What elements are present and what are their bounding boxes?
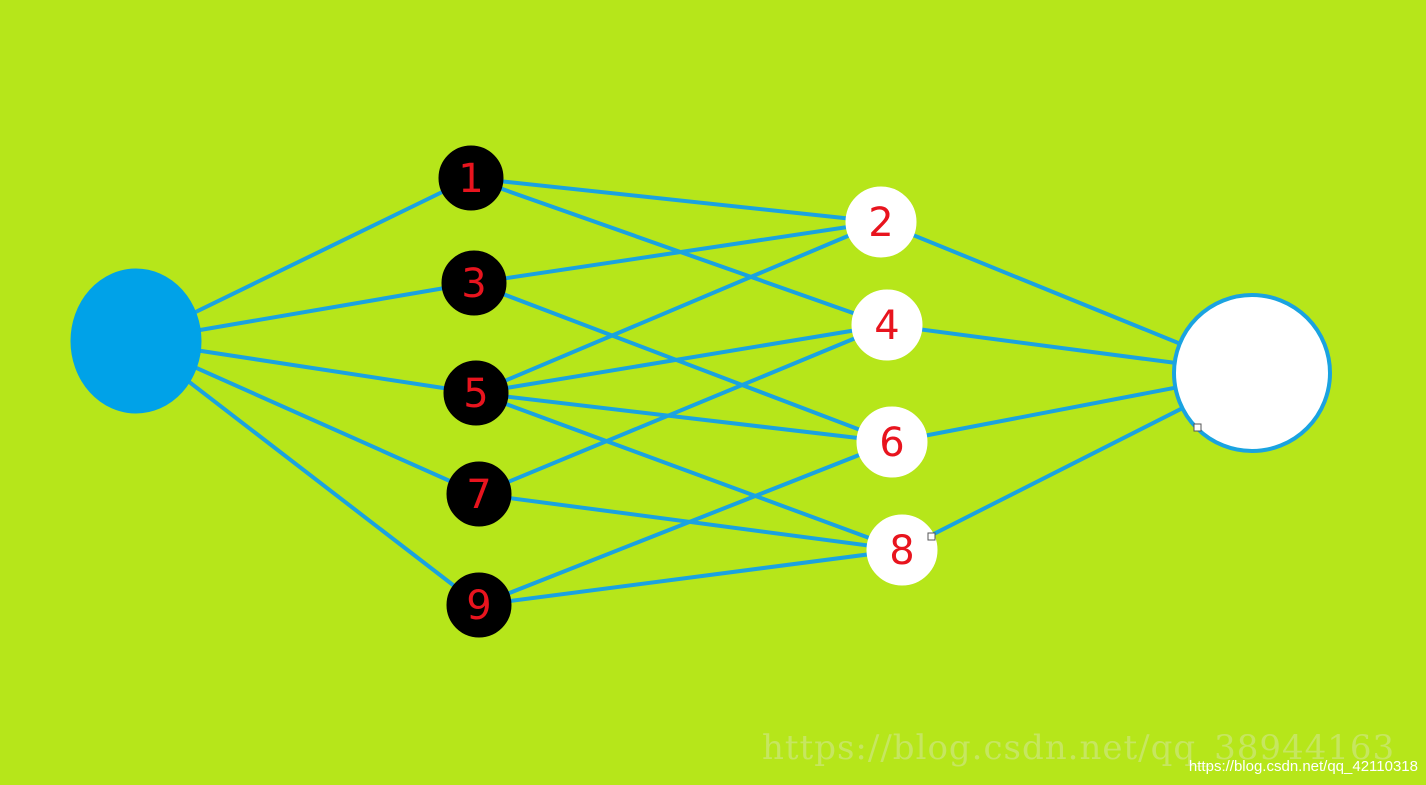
node-n5-circle [443,360,509,426]
node-n4: 4 [851,289,923,361]
node-n3: 3 [441,250,507,316]
node-n5: 5 [443,360,509,426]
node-n7-label: 7 [466,472,491,518]
node-n2: 2 [845,186,917,258]
node-output [1172,293,1332,453]
edge-n5-n2 [474,220,883,395]
node-n4-circle [851,289,923,361]
watermark: https://blog.csdn.net/qq_42110318 [1188,758,1418,775]
node-n8: 8 [866,514,938,586]
nodes: 1 3 5 7 9 2 4 6 8 [70,145,1332,638]
edge-n5-n8 [474,391,904,552]
node-output-circle [1172,293,1332,453]
node-n2-label: 2 [868,200,893,246]
edge-input-n9 [134,339,481,607]
node-input [70,268,202,414]
node-n9: 9 [446,572,512,638]
edge-n3-n6 [472,281,894,444]
node-n1: 1 [438,145,504,211]
node-input-circle [70,268,202,414]
node-n4-label: 4 [874,303,899,349]
node-n3-label: 3 [461,261,486,307]
node-n9-circle [446,572,512,638]
edge-n3-n2 [472,220,883,285]
node-n1-circle [438,145,504,211]
edge-n5-n4 [474,323,889,395]
edge-n9-n6 [477,440,894,607]
node-n1-label: 1 [458,156,483,202]
edge-n9-n8 [477,548,904,607]
node-n8-label: 8 [889,528,914,574]
edge-n1-n2 [469,176,883,224]
node-n5-label: 5 [463,371,488,417]
node-n6-circle [856,406,928,478]
node-n8-circle [866,514,938,586]
edge-n5-n6 [474,391,894,444]
node-n3-circle [441,250,507,316]
node-n7-circle [446,461,512,527]
edge-n7-n4 [477,323,889,496]
node-n7: 7 [446,461,512,527]
node-n6: 6 [856,406,928,478]
faint-watermark: https://blog.csdn.net/qq_38944163 [762,728,1396,768]
selection-handle-2[interactable] [1193,423,1202,432]
selection-handle-1[interactable] [927,532,936,541]
node-n2-circle [845,186,917,258]
edges [134,176,1254,607]
node-n6-label: 6 [879,420,904,466]
node-n9-label: 9 [466,583,491,629]
